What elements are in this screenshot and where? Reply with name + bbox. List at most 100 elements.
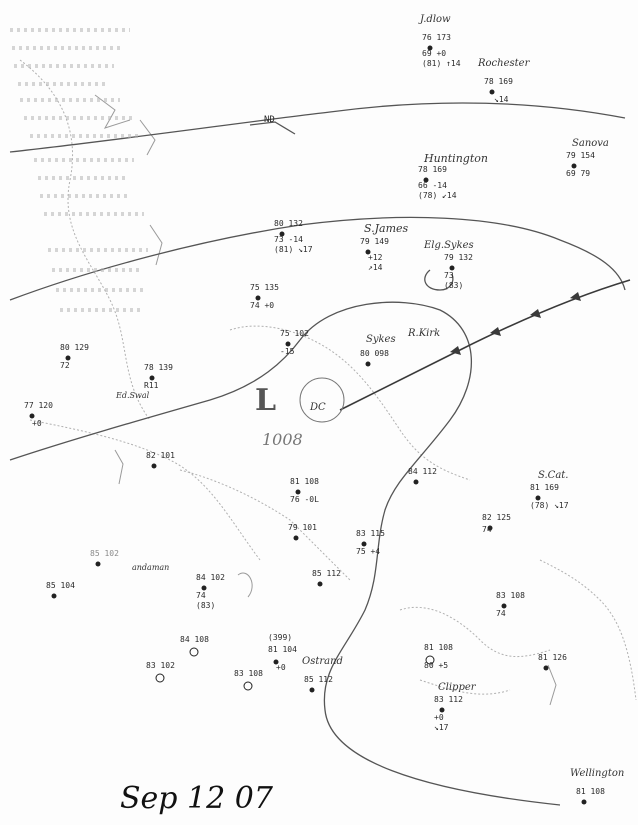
coastlines [19, 59, 637, 701]
station-mid: 69 79 [566, 169, 590, 178]
station-dot [489, 89, 495, 95]
station-plot: 85 112 [312, 569, 341, 587]
station-dot [487, 525, 493, 531]
station-top: 80 098 [360, 349, 389, 358]
station-dot [425, 655, 435, 665]
station-plot: 78 169 ↘14 [484, 77, 513, 104]
station-mid: 74 +0 [250, 301, 274, 310]
station-top: 81 108 [424, 643, 453, 652]
station-plot: 83 108 [234, 669, 263, 691]
station-top: 83 102 [146, 661, 175, 670]
station-top: 85 102 [90, 549, 119, 558]
station-plot: 84 102 74 (83) [196, 573, 225, 610]
station-bot: ↗14 [368, 263, 383, 272]
station-top: 75 135 [250, 283, 279, 292]
place-label-ostrand: Ostrand [302, 656, 343, 667]
station-dot [317, 581, 323, 587]
station-mid: +0 [434, 713, 444, 722]
station-top: 79 154 [566, 151, 595, 160]
station-dot [365, 361, 371, 367]
station-bot: (83) [196, 601, 215, 610]
station-plot: 83 115 75 +4 [356, 529, 385, 556]
station-dot [295, 489, 301, 495]
station-dot [155, 673, 165, 683]
station-top: 79 132 [444, 253, 473, 262]
station-plot: 78 169 66 -14 (78) ↙14 [418, 165, 457, 200]
analysis-lines [9, 102, 631, 806]
station-mid: +0 [32, 419, 42, 428]
station-top: 79 101 [288, 523, 317, 532]
place-label-scat: S.Cat. [538, 470, 568, 481]
station-plot: 79 149 +12 ↗14 [360, 237, 389, 272]
place-label-s-james: S.James [364, 222, 409, 235]
station-top: 81 108 [290, 477, 319, 486]
station-dot [535, 495, 541, 501]
low-center-tag: DC [309, 402, 326, 413]
station-bot: (83) [444, 281, 463, 290]
isobar-scribble-3 [149, 224, 163, 266]
station-plot: 81 108 76 -0L [290, 477, 319, 504]
station-dot [243, 681, 253, 691]
place-label-wellington: Wellington [570, 768, 624, 779]
place-label-jdlow: J.dlow [418, 14, 451, 25]
place-label-nd: ND [264, 115, 275, 125]
isobar-scribble-5 [237, 572, 253, 598]
coast-islands [399, 606, 551, 658]
station-top: 85 104 [46, 581, 75, 590]
coast-right [539, 559, 637, 701]
station-mid: 73 -14 [274, 235, 303, 244]
place-label-sykes: Sykes [366, 334, 396, 345]
station-mid: 69 +0 [422, 49, 446, 58]
coast-gulf [29, 419, 261, 561]
station-top: 79 149 [360, 237, 389, 246]
station-top: 83 108 [234, 669, 263, 678]
isobar-west [9, 339, 301, 461]
station-plot: 81 108 [576, 787, 605, 805]
station-plot: 83 102 [146, 661, 175, 683]
station-dot [449, 265, 455, 271]
station-dot [439, 707, 445, 713]
station-dot [361, 541, 367, 547]
place-label-eg-sykes: Elg.Sykes [423, 240, 474, 251]
station-top: 84 108 [180, 635, 209, 644]
station-dot [51, 593, 57, 599]
station-dot [423, 177, 429, 183]
station-top: 83 115 [356, 529, 385, 538]
place-label-rochester: Rochester [477, 58, 531, 69]
station-bot: (81) ↘17 [274, 245, 313, 254]
station-dot [95, 561, 101, 567]
margin-scribble-texture [10, 28, 148, 312]
place-label-andaman: andaman [132, 563, 169, 572]
station-dot [365, 249, 371, 255]
station-top: 82 101 [146, 451, 175, 460]
coast-east [19, 59, 151, 421]
place-labels: ND Huntington S.James Rochester J.dlow S… [115, 14, 624, 779]
low-center: L DC 1008 [255, 377, 345, 449]
station-dot [543, 665, 549, 671]
station-plot: 83 108 74 [496, 591, 525, 618]
map-date-label: Sep 12 07 [120, 781, 274, 816]
station-mid: 72 [60, 361, 70, 370]
station-dot [501, 603, 507, 609]
station-dot [65, 355, 71, 361]
isobar-middle [9, 216, 626, 301]
station-plot: 75 102 -15 [280, 329, 309, 356]
station-bot: ↘17 [434, 723, 449, 732]
station-plot: 83 112 +0 ↘17 [434, 695, 463, 732]
station-dot [201, 585, 207, 591]
station-plot: 79 132 73 (83) [444, 253, 473, 290]
station-top: 81 108 [576, 787, 605, 796]
isobar-scribble-4 [114, 449, 124, 485]
station-plot: 75 135 74 +0 [250, 283, 279, 310]
sykes-hook [424, 269, 454, 291]
station-top: 78 139 [144, 363, 173, 372]
station-mid: R11 [144, 381, 159, 390]
station-top: 78 169 [484, 77, 513, 86]
station-plot: 84 112 [408, 467, 437, 485]
station-bot: +0 [276, 663, 286, 672]
station-mid: -15 [280, 347, 295, 356]
station-dot [273, 659, 279, 665]
station-plot: 78 139 R11 [144, 363, 173, 390]
pressure-label: 1008 [262, 430, 303, 449]
station-mid: 66 -14 [418, 181, 447, 190]
